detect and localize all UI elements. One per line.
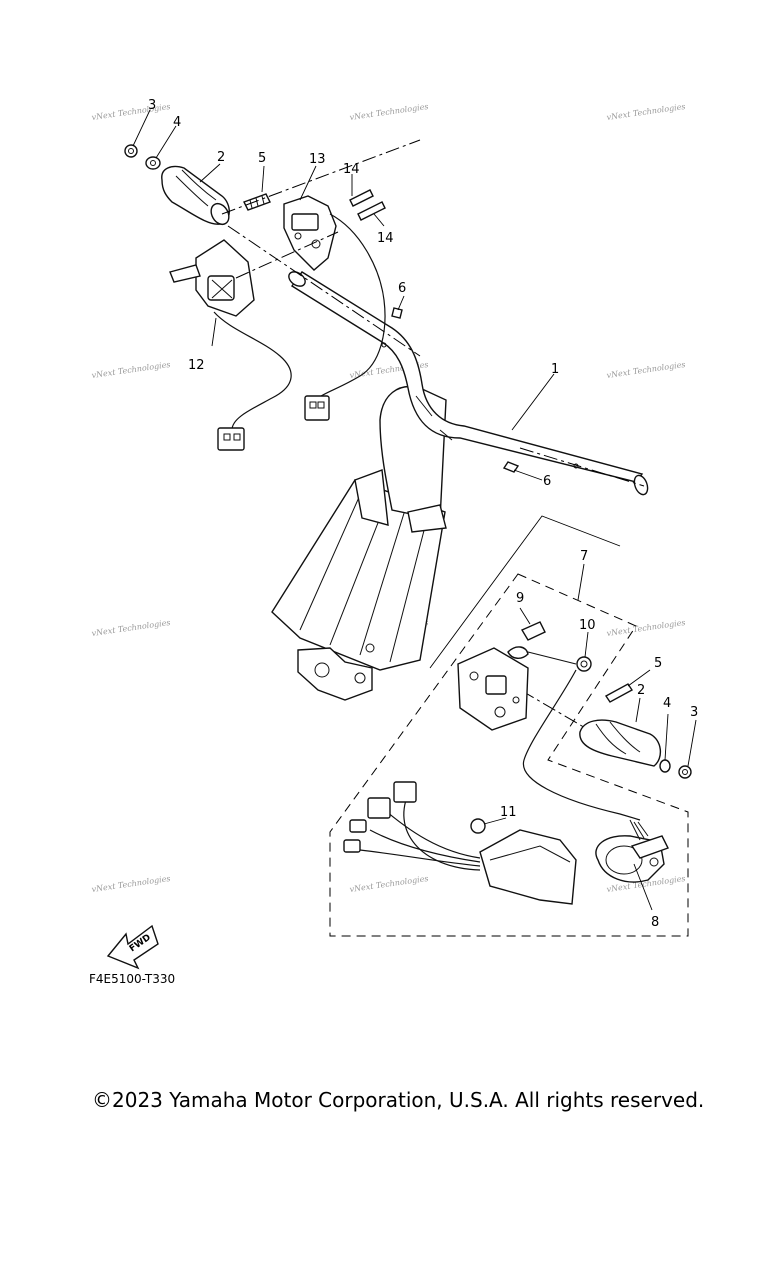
callout-3: 3 (690, 705, 698, 720)
callout-9: 9 (516, 591, 524, 606)
callout-7: 7 (580, 549, 588, 564)
callout-1: 1 (551, 362, 559, 377)
watermark: vNext Technologies (91, 102, 171, 122)
callout-6: 6 (543, 474, 551, 489)
callout-5: 5 (258, 151, 266, 166)
callout-6: 6 (398, 281, 406, 296)
callout-3: 3 (148, 98, 156, 113)
watermark: vNext Technologies (606, 360, 686, 380)
throttle-lever (595, 819, 669, 883)
left-grip-assembly (124, 144, 271, 226)
callout-10: 10 (579, 618, 596, 633)
watermark: vNext Technologies (349, 102, 429, 122)
callout-4: 4 (173, 115, 181, 130)
callouts: 3 4 2 5 13 14 14 6 12 1 6 7 9 10 5 2 4 3… (148, 98, 698, 930)
left-switch-assembly (169, 239, 292, 451)
callout-5: 5 (654, 656, 662, 671)
control-box (343, 781, 577, 905)
right-grip-assembly (579, 683, 692, 779)
callout-14: 14 (343, 162, 360, 177)
watermark: vNext Technologies (606, 618, 686, 638)
callout-4: 4 (663, 696, 671, 711)
copyright-notice: ©2023 Yamaha Motor Corporation, U.S.A. A… (92, 1088, 705, 1112)
watermark: vNext Technologies (91, 360, 171, 380)
callout-13: 13 (309, 152, 326, 167)
callout-14: 14 (377, 231, 394, 246)
leader-lines (132, 109, 697, 911)
callout-2: 2 (637, 683, 645, 698)
watermark: vNext Technologies (606, 102, 686, 122)
group-box-7 (329, 573, 689, 937)
parts-diagram: vNext Technologies vNext Technologies vN… (91, 98, 698, 970)
steering-column (271, 385, 447, 701)
callout-12: 12 (188, 358, 205, 373)
throttle-assembly (457, 621, 641, 821)
watermark: vNext Technologies (91, 618, 171, 638)
callout-2: 2 (217, 150, 225, 165)
screw-6 (391, 307, 520, 473)
watermark: vNext Technologies (91, 874, 171, 894)
handlebar (288, 271, 649, 496)
right-switch-assembly (283, 189, 386, 421)
assembly-bracket (429, 515, 621, 669)
fwd-arrow-icon: FWD (106, 924, 159, 970)
callout-11: 11 (500, 805, 517, 820)
diagram-code: F4E5100-T330 (89, 972, 176, 986)
callout-8: 8 (651, 915, 659, 930)
watermark: vNext Technologies (349, 874, 429, 894)
